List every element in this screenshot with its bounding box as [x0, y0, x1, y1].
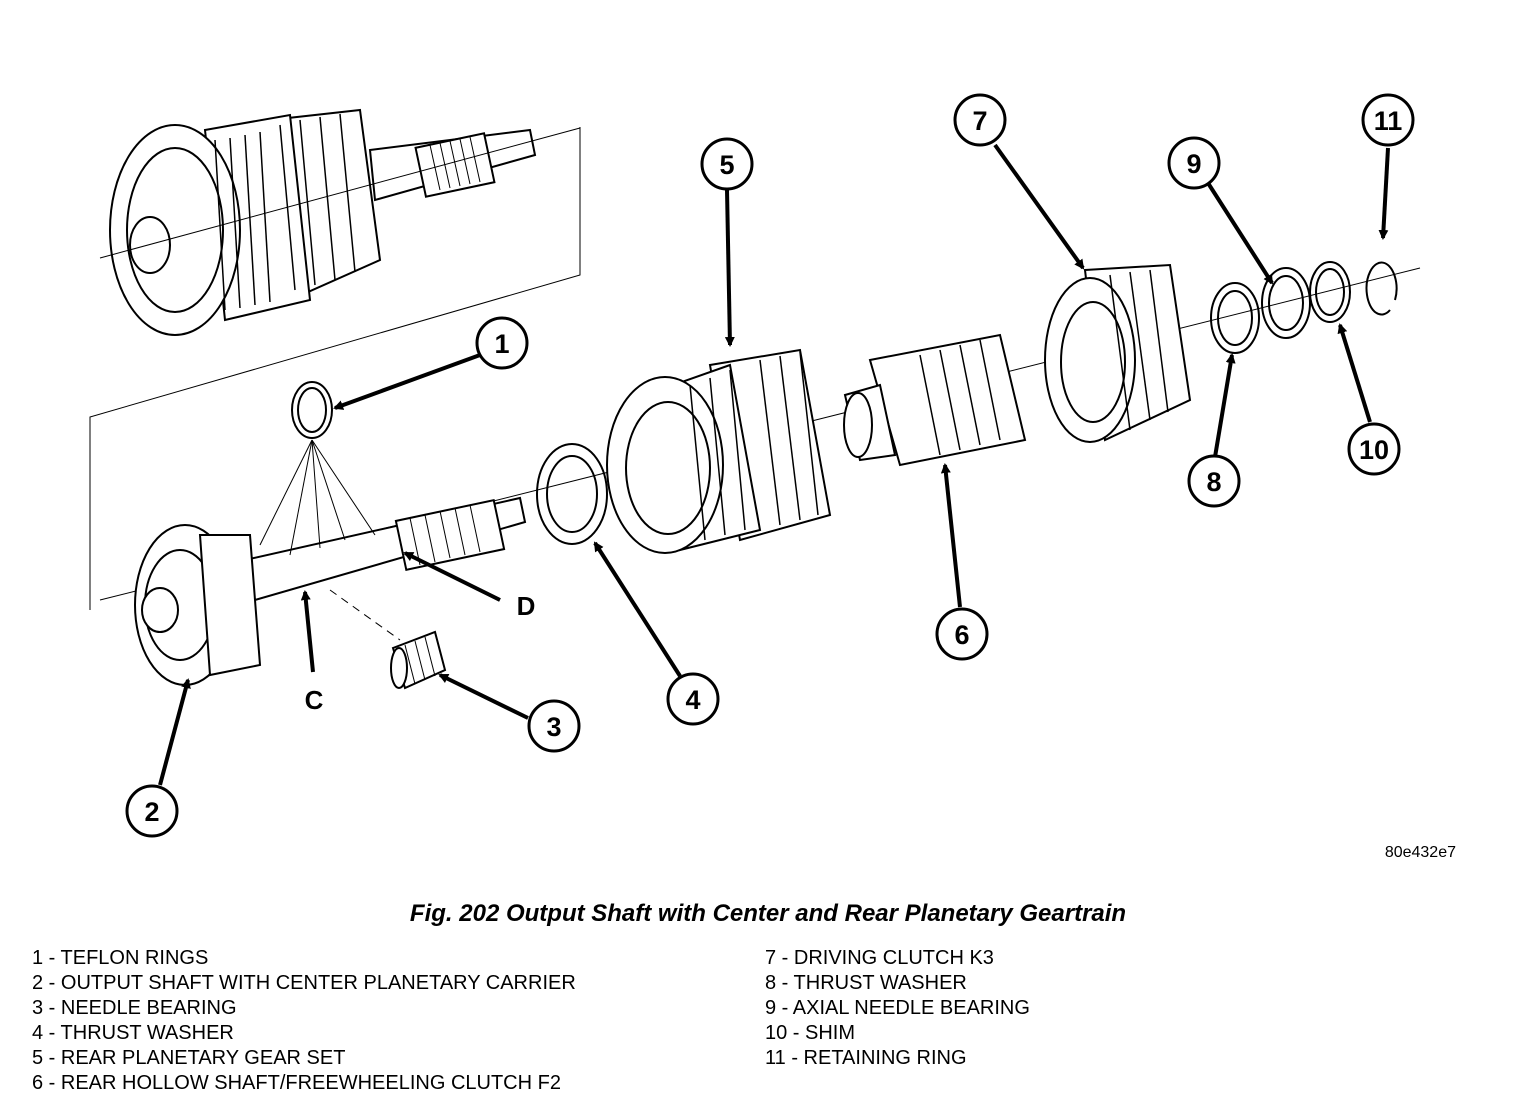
svg-text:8: 8: [1206, 467, 1221, 497]
svg-text:5: 5: [719, 150, 734, 180]
legend-item: 11 - RETAINING RING: [765, 1047, 967, 1069]
callout-6: 6: [935, 607, 989, 661]
svg-text:9: 9: [1186, 149, 1201, 179]
thrust-washer-2-part: [1210, 282, 1260, 354]
leader-arrows: [158, 143, 1390, 786]
rear-hollow-shaft-part: [843, 333, 1027, 467]
callout-3: 3: [527, 699, 581, 753]
legend-item: 4 - THRUST WASHER: [32, 1022, 234, 1044]
legend-item: 8 - THRUST WASHER: [765, 972, 967, 994]
legend-item: 6 - REAR HOLLOW SHAFT/FREEWHEELING CLUTC…: [32, 1072, 561, 1094]
svg-text:11: 11: [1374, 106, 1403, 136]
figure-caption: Fig. 202 Output Shaft with Center and Re…: [409, 900, 1127, 927]
letter-label-d: D: [517, 591, 536, 621]
callout-1: 1: [475, 316, 529, 370]
driving-clutch-part: [1044, 263, 1192, 443]
legend-item: 1 - TEFLON RINGS: [32, 947, 209, 969]
callout-11: 11: [1361, 93, 1415, 147]
needle-bearing-part: [390, 630, 447, 690]
legend-right-column: 7 - DRIVING CLUTCH K3 8 - THRUST WASHER …: [765, 946, 1030, 1071]
letter-label-c: C: [305, 685, 324, 715]
callout-8: 8: [1187, 454, 1241, 508]
legend-item: 10 - SHIM: [765, 1022, 856, 1044]
legend-item: 9 - AXIAL NEEDLE BEARING: [765, 997, 1030, 1019]
svg-text:3: 3: [546, 712, 561, 742]
legend-item: 7 - DRIVING CLUTCH K3: [765, 947, 994, 969]
svg-text:6: 6: [954, 620, 969, 650]
output-shaft-part: [134, 496, 527, 686]
legend-item: 3 - NEEDLE BEARING: [32, 997, 237, 1019]
svg-text:10: 10: [1359, 435, 1389, 465]
retaining-ring-part: [1365, 261, 1398, 316]
axial-needle-bearing-part: [1261, 267, 1311, 339]
teflon-ring-part: [259, 381, 401, 641]
callout-5: 5: [700, 137, 754, 191]
assembled-output-shaft-view: [89, 108, 581, 610]
callout-7: 7: [953, 93, 1007, 147]
svg-text:7: 7: [972, 106, 987, 136]
legend-item: 2 - OUTPUT SHAFT WITH CENTER PLANETARY C…: [32, 972, 576, 994]
legend-left-column: 1 - TEFLON RINGS 2 - OUTPUT SHAFT WITH C…: [32, 946, 576, 1096]
shim-part: [1309, 261, 1351, 323]
callout-10: 10: [1347, 422, 1401, 476]
callout-9: 9: [1167, 136, 1221, 190]
callout-2: 2: [125, 784, 179, 838]
rear-planetary-gear-set-part: [606, 348, 832, 554]
thrust-washer-part: [536, 443, 608, 545]
exploded-view-diagram: 1 2 3 4 5 6 7 8 9 10 11 C D 80e43: [89, 93, 1456, 861]
svg-text:1: 1: [494, 329, 509, 359]
svg-text:2: 2: [144, 797, 159, 827]
legend-item: 5 - REAR PLANETARY GEAR SET: [32, 1047, 346, 1069]
figure-code: 80e432e7: [1385, 844, 1456, 861]
svg-text:4: 4: [685, 685, 700, 715]
callout-4: 4: [666, 672, 720, 726]
